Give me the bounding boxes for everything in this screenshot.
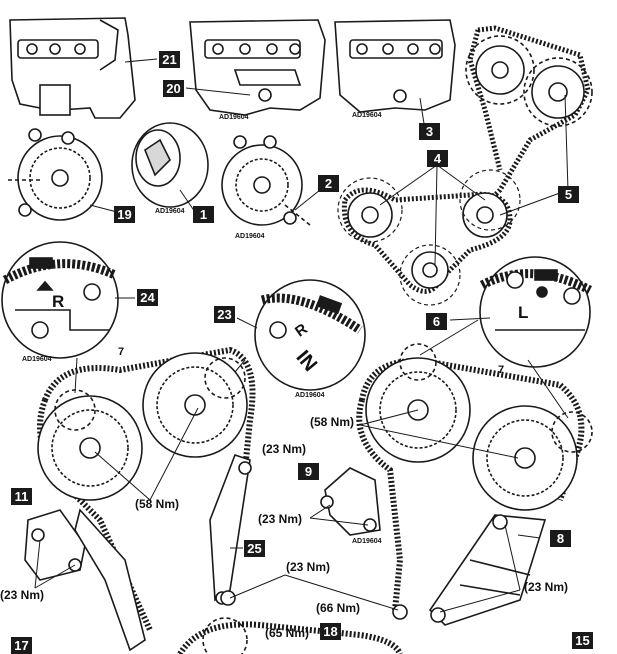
callout-9: 9 — [298, 463, 319, 480]
tensioner-11 — [24, 508, 146, 652]
torque-label: (23 Nm) — [524, 580, 569, 594]
callout-3: 3 — [419, 123, 440, 140]
callout-4: 4 — [427, 150, 448, 167]
callout-21: 21 — [159, 51, 180, 68]
tool-1 — [131, 122, 209, 208]
callout-11: 11 — [11, 488, 32, 505]
detail-circle-6 — [479, 256, 593, 368]
cylinder-head-right — [334, 19, 456, 113]
guide-25 — [209, 453, 252, 605]
torque-label: (66 Nm) — [316, 601, 361, 615]
torque-label: (23 Nm) — [286, 560, 331, 574]
detail-circle-23 — [254, 279, 366, 391]
doc-code: AD19604 — [235, 233, 265, 240]
callout-18: 18 — [320, 623, 341, 640]
callout-25: 25 — [244, 540, 265, 557]
torque-label: (23 Nm) — [258, 512, 303, 526]
callout-20: 20 — [163, 80, 184, 97]
callout-19: 19 — [114, 206, 135, 223]
doc-code: AD19604 — [295, 392, 325, 399]
sprocket-19 — [8, 128, 103, 221]
callout-24: 24 — [137, 289, 158, 306]
tensioner-9 — [320, 467, 381, 536]
callout-17: 17 — [11, 637, 32, 654]
torque-label: (58 Nm) — [310, 415, 355, 429]
triple-sprocket-chain — [337, 169, 521, 306]
doc-code: AD19604 — [352, 112, 382, 119]
callout-15: 15 — [572, 632, 593, 649]
tensioner-8 — [428, 514, 547, 626]
callout-23: 23 — [214, 306, 235, 323]
torque-label: (23 Nm) — [0, 588, 45, 602]
doc-code: AD19604 — [22, 356, 52, 363]
torque-label: (65 Nm) — [265, 626, 310, 640]
torque-label: (23 Nm) — [262, 442, 307, 456]
callout-8: 8 — [550, 530, 571, 547]
callout-5: 5 — [558, 186, 579, 203]
detail-circle-24 — [1, 241, 119, 359]
callout-1: 1 — [193, 206, 214, 223]
cylinder-head-middle — [189, 19, 326, 116]
doc-code: AD19604 — [219, 114, 249, 121]
callout-6: 6 — [426, 313, 447, 330]
cylinder-head-left — [9, 17, 136, 119]
upper-sprockets — [465, 35, 593, 127]
left-cam-sprockets — [37, 352, 248, 501]
dimension-7-right: 7 — [498, 364, 505, 376]
right-bank-chain — [356, 358, 585, 611]
torque-label: (58 Nm) — [135, 497, 180, 511]
dimension-7-left: 7 — [118, 346, 125, 358]
leader-lines — [34, 58, 569, 613]
callout-2: 2 — [318, 175, 339, 192]
bottom-sprockets — [177, 590, 408, 654]
mark-left: L — [518, 303, 529, 322]
doc-code: AD19604 — [352, 538, 382, 545]
mark-right: R — [52, 292, 65, 311]
doc-code: AD19604 — [155, 208, 185, 215]
sprocket-2 — [221, 135, 311, 226]
